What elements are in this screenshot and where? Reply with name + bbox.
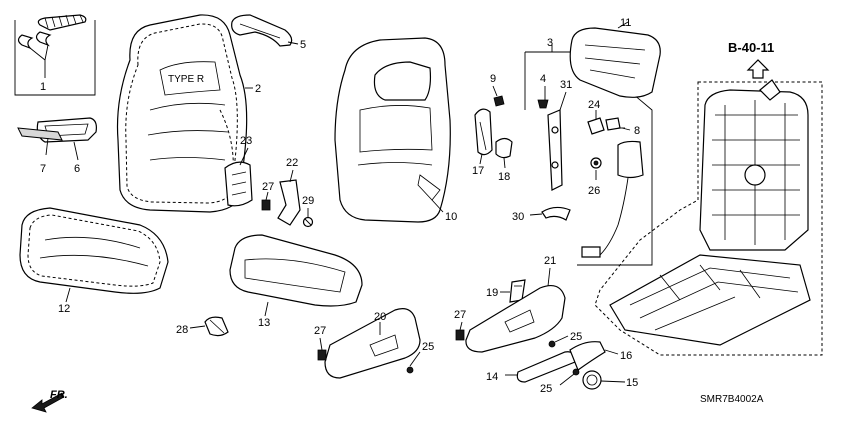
part-26-nut [590, 157, 602, 169]
callout-27-c: 27 [454, 309, 466, 321]
callout-4: 4 [540, 73, 546, 85]
part-4-bolt [537, 99, 549, 109]
callout-8: 8 [634, 125, 640, 137]
part-27-clip-c [455, 329, 465, 341]
callout-27: 27 [262, 181, 274, 193]
callout-24: 24 [588, 99, 600, 111]
callout-25: 25 [422, 341, 434, 353]
part-9-bolt [493, 95, 505, 107]
leader-lines [45, 21, 631, 386]
part-20-side-trim [324, 308, 421, 379]
part-13-seat-cushion-pad [229, 234, 363, 307]
part-18-knob [495, 137, 513, 159]
callout-25-b: 25 [570, 331, 582, 343]
callout-26: 26 [588, 185, 600, 197]
part-25-screw-a [406, 366, 414, 374]
callout-20: 20 [374, 311, 386, 323]
part-27-clip-b [317, 349, 327, 361]
part-6-7-trims [17, 117, 97, 143]
callout-6: 6 [74, 163, 80, 175]
callout-11: 11 [620, 17, 631, 29]
callout-1: 1 [40, 81, 46, 93]
callout-9: 9 [490, 73, 496, 85]
part-30-hook [541, 206, 571, 221]
callout-23: 23 [240, 135, 252, 147]
part-15-knob [582, 370, 602, 390]
part-10-seat-back-pad [334, 37, 451, 223]
part-14-handle [516, 351, 576, 383]
part-2-emblem: TYPE R [168, 74, 204, 85]
part-28-clip [204, 316, 229, 337]
callout-3: 3 [547, 37, 553, 49]
callout-27-b: 27 [314, 325, 326, 337]
callout-22: 22 [286, 157, 298, 169]
part-1-clip-set [14, 14, 96, 96]
part-3-group [524, 51, 653, 266]
part-22-bracket [277, 179, 301, 226]
callout-15: 15 [626, 377, 638, 389]
part-5-trim [231, 14, 293, 47]
callout-5: 5 [300, 39, 306, 51]
part-23-bracket [224, 161, 253, 207]
seat-frame [594, 79, 823, 356]
callout-17: 17 [472, 165, 484, 177]
reference-arrow [746, 59, 770, 79]
front-direction-label: FR. [50, 389, 68, 401]
part-12-seat-cushion-cover [19, 207, 169, 294]
part-25-screw-c [572, 368, 580, 376]
part-16-handle [569, 341, 606, 371]
part-29-screw [302, 216, 314, 228]
callout-16: 16 [620, 350, 632, 362]
part-8-airbag-module [581, 140, 644, 258]
drawing-code: SMR7B4002A [700, 394, 764, 405]
part-17-cover [474, 108, 493, 156]
callout-10: 10 [445, 211, 457, 223]
callout-19: 19 [486, 287, 498, 299]
part-11-back-panel [569, 27, 661, 98]
callout-7: 7 [40, 163, 46, 175]
callouts: 1 2 3 4 5 6 7 8 9 10 11 12 13 14 15 16 1… [40, 17, 640, 395]
callout-28: 28 [176, 324, 188, 336]
part-31-rail [547, 109, 563, 191]
callout-13: 13 [258, 317, 270, 329]
part-24-clips [587, 117, 621, 135]
callout-21: 21 [544, 255, 556, 267]
reference-code: B-40-11 [728, 40, 774, 55]
callout-12: 12 [58, 303, 70, 315]
part-25-screw-b [548, 340, 556, 348]
callout-25-c: 25 [540, 383, 552, 395]
callout-30: 30 [512, 211, 524, 223]
callout-31: 31 [560, 79, 572, 91]
callout-2: 2 [255, 83, 261, 95]
callout-18: 18 [498, 171, 510, 183]
part-21-side-cover [465, 285, 566, 353]
callout-29: 29 [302, 195, 314, 207]
part-27-clip-a [261, 199, 271, 211]
callout-14: 14 [486, 371, 498, 383]
front-direction-arrow [31, 392, 65, 413]
